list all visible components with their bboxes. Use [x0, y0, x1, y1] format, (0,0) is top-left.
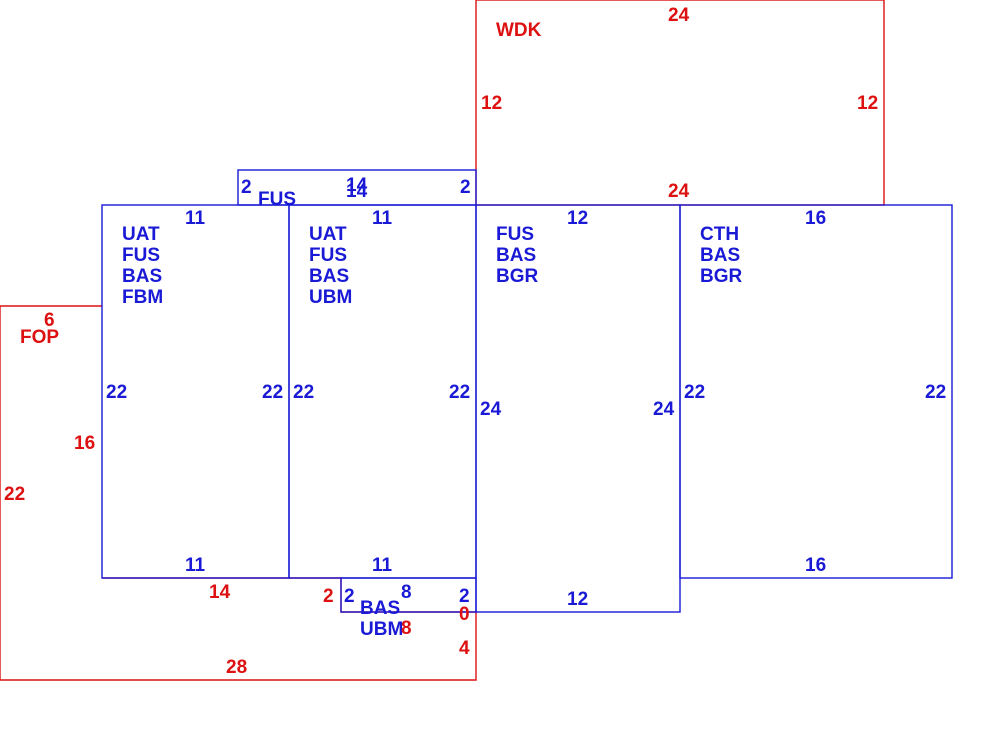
- small-bottom-dim-bottom: 8: [401, 618, 412, 639]
- room3-code: BGR: [496, 266, 539, 287]
- wdk-dim-right: 12: [857, 93, 878, 114]
- fop-dim-top: 6: [44, 310, 55, 331]
- fus-small-label: FUS: [258, 189, 296, 210]
- room1-dim-top: 11: [185, 208, 206, 229]
- room4-outline: [679, 204, 953, 579]
- fus-small-dim-top-a: 14: [346, 175, 368, 196]
- room2-code: UAT: [309, 224, 347, 245]
- room1-code: FUS: [122, 245, 160, 266]
- room2-dim-top: 11: [372, 208, 393, 229]
- room3-dim-top: 12: [567, 208, 588, 229]
- room1-dim-bottom: 11: [185, 555, 206, 576]
- room4-code: BAS: [700, 245, 740, 266]
- fop-dim-notch: 2: [323, 586, 334, 607]
- room2-code: FUS: [309, 245, 347, 266]
- small-bottom-code: UBM: [360, 619, 403, 640]
- small-bottom-dim-right: 2: [459, 586, 470, 607]
- fop-dim-bottom-inner: 14: [209, 582, 231, 603]
- wdk-dim-left: 12: [481, 93, 502, 114]
- fus-small-dim-top-b: 14: [346, 181, 368, 202]
- room4-code: BGR: [700, 266, 743, 287]
- room3-dim-bottom: 12: [567, 589, 588, 610]
- fus-small-dim-left: 2: [241, 177, 252, 198]
- fus-small-dim-right: 2: [460, 177, 471, 198]
- room4-dim-right: 22: [925, 382, 946, 403]
- room1-code: FBM: [122, 287, 163, 308]
- fop-dim-right: 4: [459, 638, 470, 659]
- room3-code: BAS: [496, 245, 536, 266]
- small-bottom-dim-left: 2: [344, 586, 355, 607]
- room1-code: BAS: [122, 266, 162, 287]
- room3-dim-left: 24: [480, 399, 502, 420]
- room1-code: UAT: [122, 224, 160, 245]
- fop-dim-outer-left: 22: [4, 484, 25, 505]
- room2-dim-left: 22: [293, 382, 314, 403]
- room4-dim-left: 22: [684, 382, 705, 403]
- room4-code: CTH: [700, 224, 739, 245]
- room3-code: FUS: [496, 224, 534, 245]
- room2-code: BAS: [309, 266, 349, 287]
- small-bottom-outline: [340, 577, 477, 613]
- wdk-dim-top: 24: [668, 5, 690, 26]
- room4-dim-bottom: 16: [805, 555, 826, 576]
- small-bottom-code: BAS: [360, 598, 400, 619]
- small-bottom-dim-top: 8: [401, 582, 412, 603]
- wdk-label: WDK: [496, 20, 542, 41]
- room3-dim-right: 24: [653, 399, 675, 420]
- room4-dim-top: 16: [805, 208, 826, 229]
- fop-label: FOP: [20, 327, 59, 348]
- fop-dim-step: 0: [459, 604, 470, 625]
- room2-dim-right: 22: [449, 382, 470, 403]
- room2-code: UBM: [309, 287, 352, 308]
- room2-dim-bottom: 11: [372, 555, 393, 576]
- fop-dim-inner-left: 16: [74, 433, 95, 454]
- fop-dim-bottom: 28: [226, 657, 247, 678]
- room1-dim-left: 22: [106, 382, 127, 403]
- room1-dim-right: 22: [262, 382, 283, 403]
- wdk-dim-bottom: 24: [668, 181, 690, 202]
